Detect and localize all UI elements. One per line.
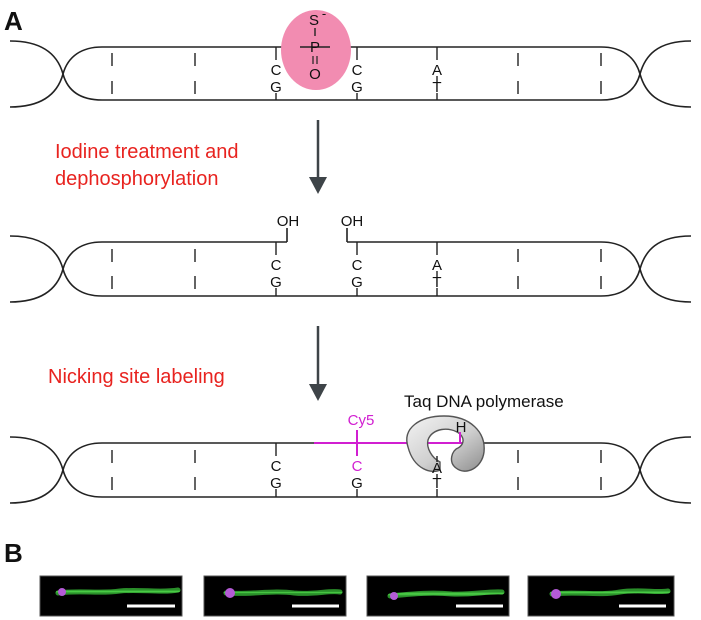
step-1-label-line-2: dephosphorylation	[55, 168, 218, 190]
step-2-label: Nicking site labeling	[48, 366, 225, 388]
base-pair-at: A T	[432, 242, 442, 296]
svg-text:T: T	[432, 475, 441, 492]
micrograph-4	[527, 575, 675, 617]
base-pair-ticks	[111, 249, 602, 289]
phosphorothioate-highlight	[281, 10, 351, 90]
base-pair-at: A T	[432, 47, 442, 100]
base-pair-cg-1: C G	[270, 47, 282, 100]
taq-polymerase-shape	[406, 415, 485, 473]
labeled-c-base: C	[352, 458, 363, 475]
dna-molecule-2: OH OH C G C G A T	[9, 213, 692, 303]
base-pair-cg-2: C G	[351, 242, 363, 296]
h-label: H	[456, 419, 467, 436]
hydroxyl-right: OH	[341, 213, 364, 230]
charge-label: -	[322, 6, 326, 21]
svg-text:C: C	[271, 458, 282, 475]
base-pair-ticks	[111, 450, 602, 490]
cy5-labeled-segment: Cy5 C	[314, 412, 470, 475]
phosphorus-label: P	[310, 39, 320, 56]
dye-spot	[225, 588, 235, 598]
svg-text:T: T	[432, 79, 441, 96]
svg-text:A: A	[432, 62, 442, 79]
arrow-step-1	[309, 120, 327, 194]
svg-text:C: C	[271, 62, 282, 79]
micrograph-2	[203, 575, 347, 617]
base-pair-cg-1: C G	[270, 443, 282, 497]
svg-text:C: C	[271, 257, 282, 274]
arrow-step-2	[309, 326, 327, 401]
dye-spot	[390, 592, 398, 600]
sulfur-label: S	[309, 12, 319, 29]
svg-text:G: G	[270, 475, 282, 492]
micrograph-3	[366, 575, 510, 617]
base-pair-at: A T	[432, 456, 442, 497]
cy5-label: Cy5	[348, 412, 375, 429]
panel-label-b: B	[4, 538, 23, 568]
taq-polymerase-label: Taq DNA polymerase	[404, 392, 564, 411]
hydroxyl-left: OH	[277, 213, 300, 230]
svg-text:C: C	[352, 62, 363, 79]
dna-molecule-1: S - P O C G C G A T	[9, 6, 692, 108]
svg-text:A: A	[432, 460, 442, 477]
step-1-label-line-1: Iodine treatment and	[55, 141, 238, 163]
dna-molecule-3: Cy5 C C G G H A T Taq DNA polymerase	[9, 392, 692, 504]
base-pair-g: G	[351, 475, 363, 497]
base-pair-cg-1: C G	[270, 242, 282, 296]
oxygen-label: O	[309, 66, 321, 83]
svg-text:G: G	[270, 79, 282, 96]
svg-text:A: A	[432, 257, 442, 274]
base-pair-ticks	[111, 53, 602, 94]
micrograph-1	[39, 575, 183, 617]
svg-text:G: G	[351, 475, 363, 492]
panel-label-a: A	[4, 6, 23, 36]
svg-text:G: G	[270, 274, 282, 291]
svg-text:C: C	[352, 257, 363, 274]
svg-text:G: G	[351, 274, 363, 291]
svg-text:T: T	[432, 274, 441, 291]
svg-text:G: G	[351, 79, 363, 96]
dye-spot	[58, 588, 66, 596]
base-pair-cg-2: C G	[351, 47, 363, 100]
dye-spot	[551, 589, 561, 599]
